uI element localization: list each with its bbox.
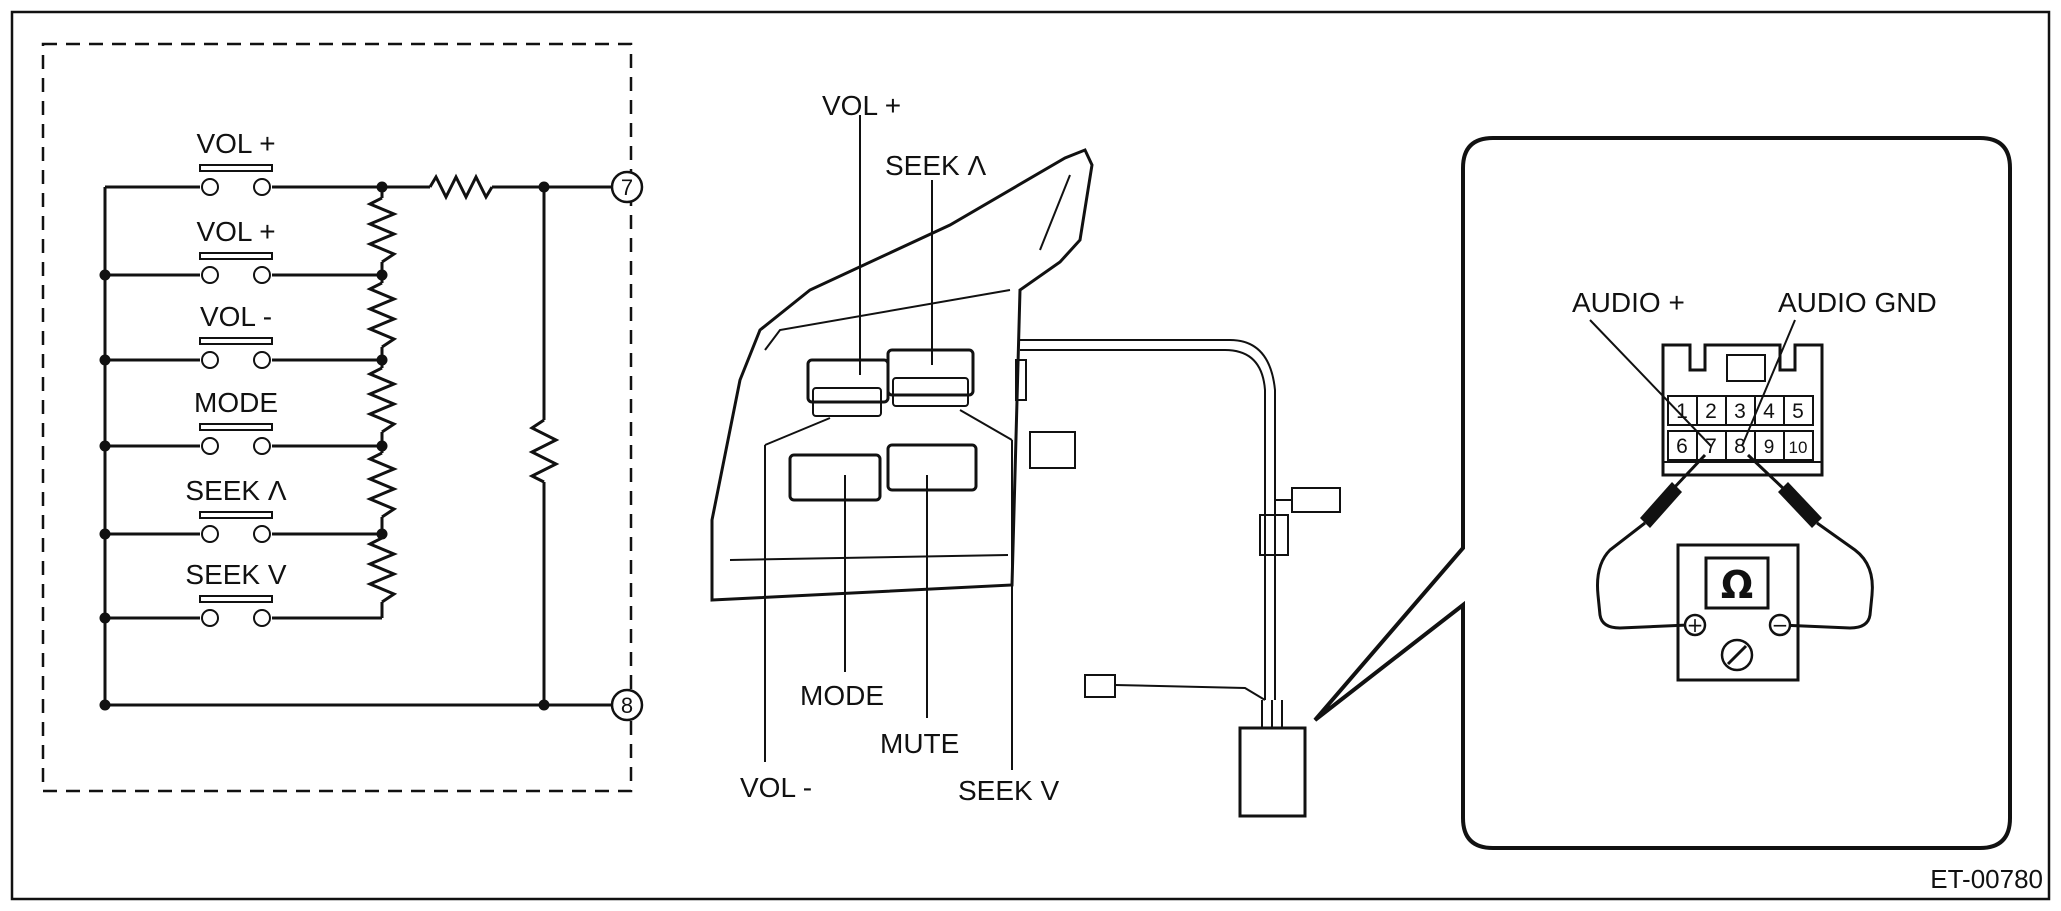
terminal-8: 8 bbox=[610, 688, 644, 722]
switch-row: VOL + bbox=[105, 216, 382, 284]
connector-callout: AUDIO + AUDIO GND 1 2 3 4 5 6 7 bbox=[1313, 136, 2012, 850]
switch-label: SEEK Λ bbox=[185, 475, 286, 506]
junction-dots bbox=[99, 181, 550, 711]
pin-label: 1 bbox=[1676, 400, 1688, 423]
switch-row: MODE bbox=[105, 387, 382, 455]
switch-schematic: VOL + VOL + VOL - MODE bbox=[41, 42, 644, 793]
figure-frame bbox=[10, 10, 2051, 901]
connector-pin-grid: 1 2 3 4 5 6 7 8 9 10 bbox=[1667, 395, 1814, 461]
pin-label: 4 bbox=[1763, 400, 1775, 423]
pin-label: 8 bbox=[1734, 435, 1746, 458]
pin-label: 5 bbox=[1792, 400, 1804, 423]
label-mode: MODE bbox=[800, 680, 884, 711]
label-seek-down: SEEK V bbox=[958, 775, 1059, 806]
switch-label: VOL + bbox=[196, 216, 275, 247]
pin-label: 9 bbox=[1764, 437, 1775, 458]
ohmmeter: Ω + − bbox=[1676, 543, 1800, 682]
pin-label: 2 bbox=[1705, 400, 1717, 423]
svg-text:8: 8 bbox=[621, 693, 633, 718]
steering-switch-illustration: VOL + SEEK Λ MODE MUTE VOL - SEEK V bbox=[710, 90, 1341, 818]
label-audio-gnd: AUDIO GND bbox=[1778, 287, 1937, 318]
label-seek-up: SEEK Λ bbox=[885, 150, 986, 181]
label-mute: MUTE bbox=[880, 728, 959, 759]
plus-terminal: + bbox=[1687, 613, 1704, 637]
pin-label: 3 bbox=[1734, 400, 1746, 423]
switch-row: SEEK Λ bbox=[105, 475, 382, 543]
label-audio-plus: AUDIO + bbox=[1572, 287, 1685, 318]
switch-label: MODE bbox=[194, 387, 278, 418]
pin-label: 10 bbox=[1789, 438, 1808, 457]
switch-label: VOL + bbox=[196, 128, 275, 159]
switch-label: VOL - bbox=[200, 301, 272, 332]
figure-code: ET-00780 bbox=[1930, 864, 2043, 894]
ohm-symbol: Ω bbox=[1721, 563, 1753, 607]
pin-label: 6 bbox=[1676, 435, 1688, 458]
meter-probes bbox=[1596, 453, 1874, 630]
connector-body bbox=[1661, 343, 1824, 477]
switch-row: SEEK V bbox=[105, 559, 382, 627]
svg-text:7: 7 bbox=[621, 175, 633, 200]
switch-row: VOL + bbox=[105, 128, 382, 196]
label-vol-plus: VOL + bbox=[822, 90, 901, 121]
switch-label: SEEK V bbox=[185, 559, 286, 590]
minus-terminal: − bbox=[1772, 613, 1789, 637]
switch-row: VOL - bbox=[105, 301, 382, 369]
label-vol-minus: VOL - bbox=[740, 772, 812, 803]
pin-label: 7 bbox=[1705, 435, 1717, 458]
terminal-7: 7 bbox=[610, 170, 644, 204]
